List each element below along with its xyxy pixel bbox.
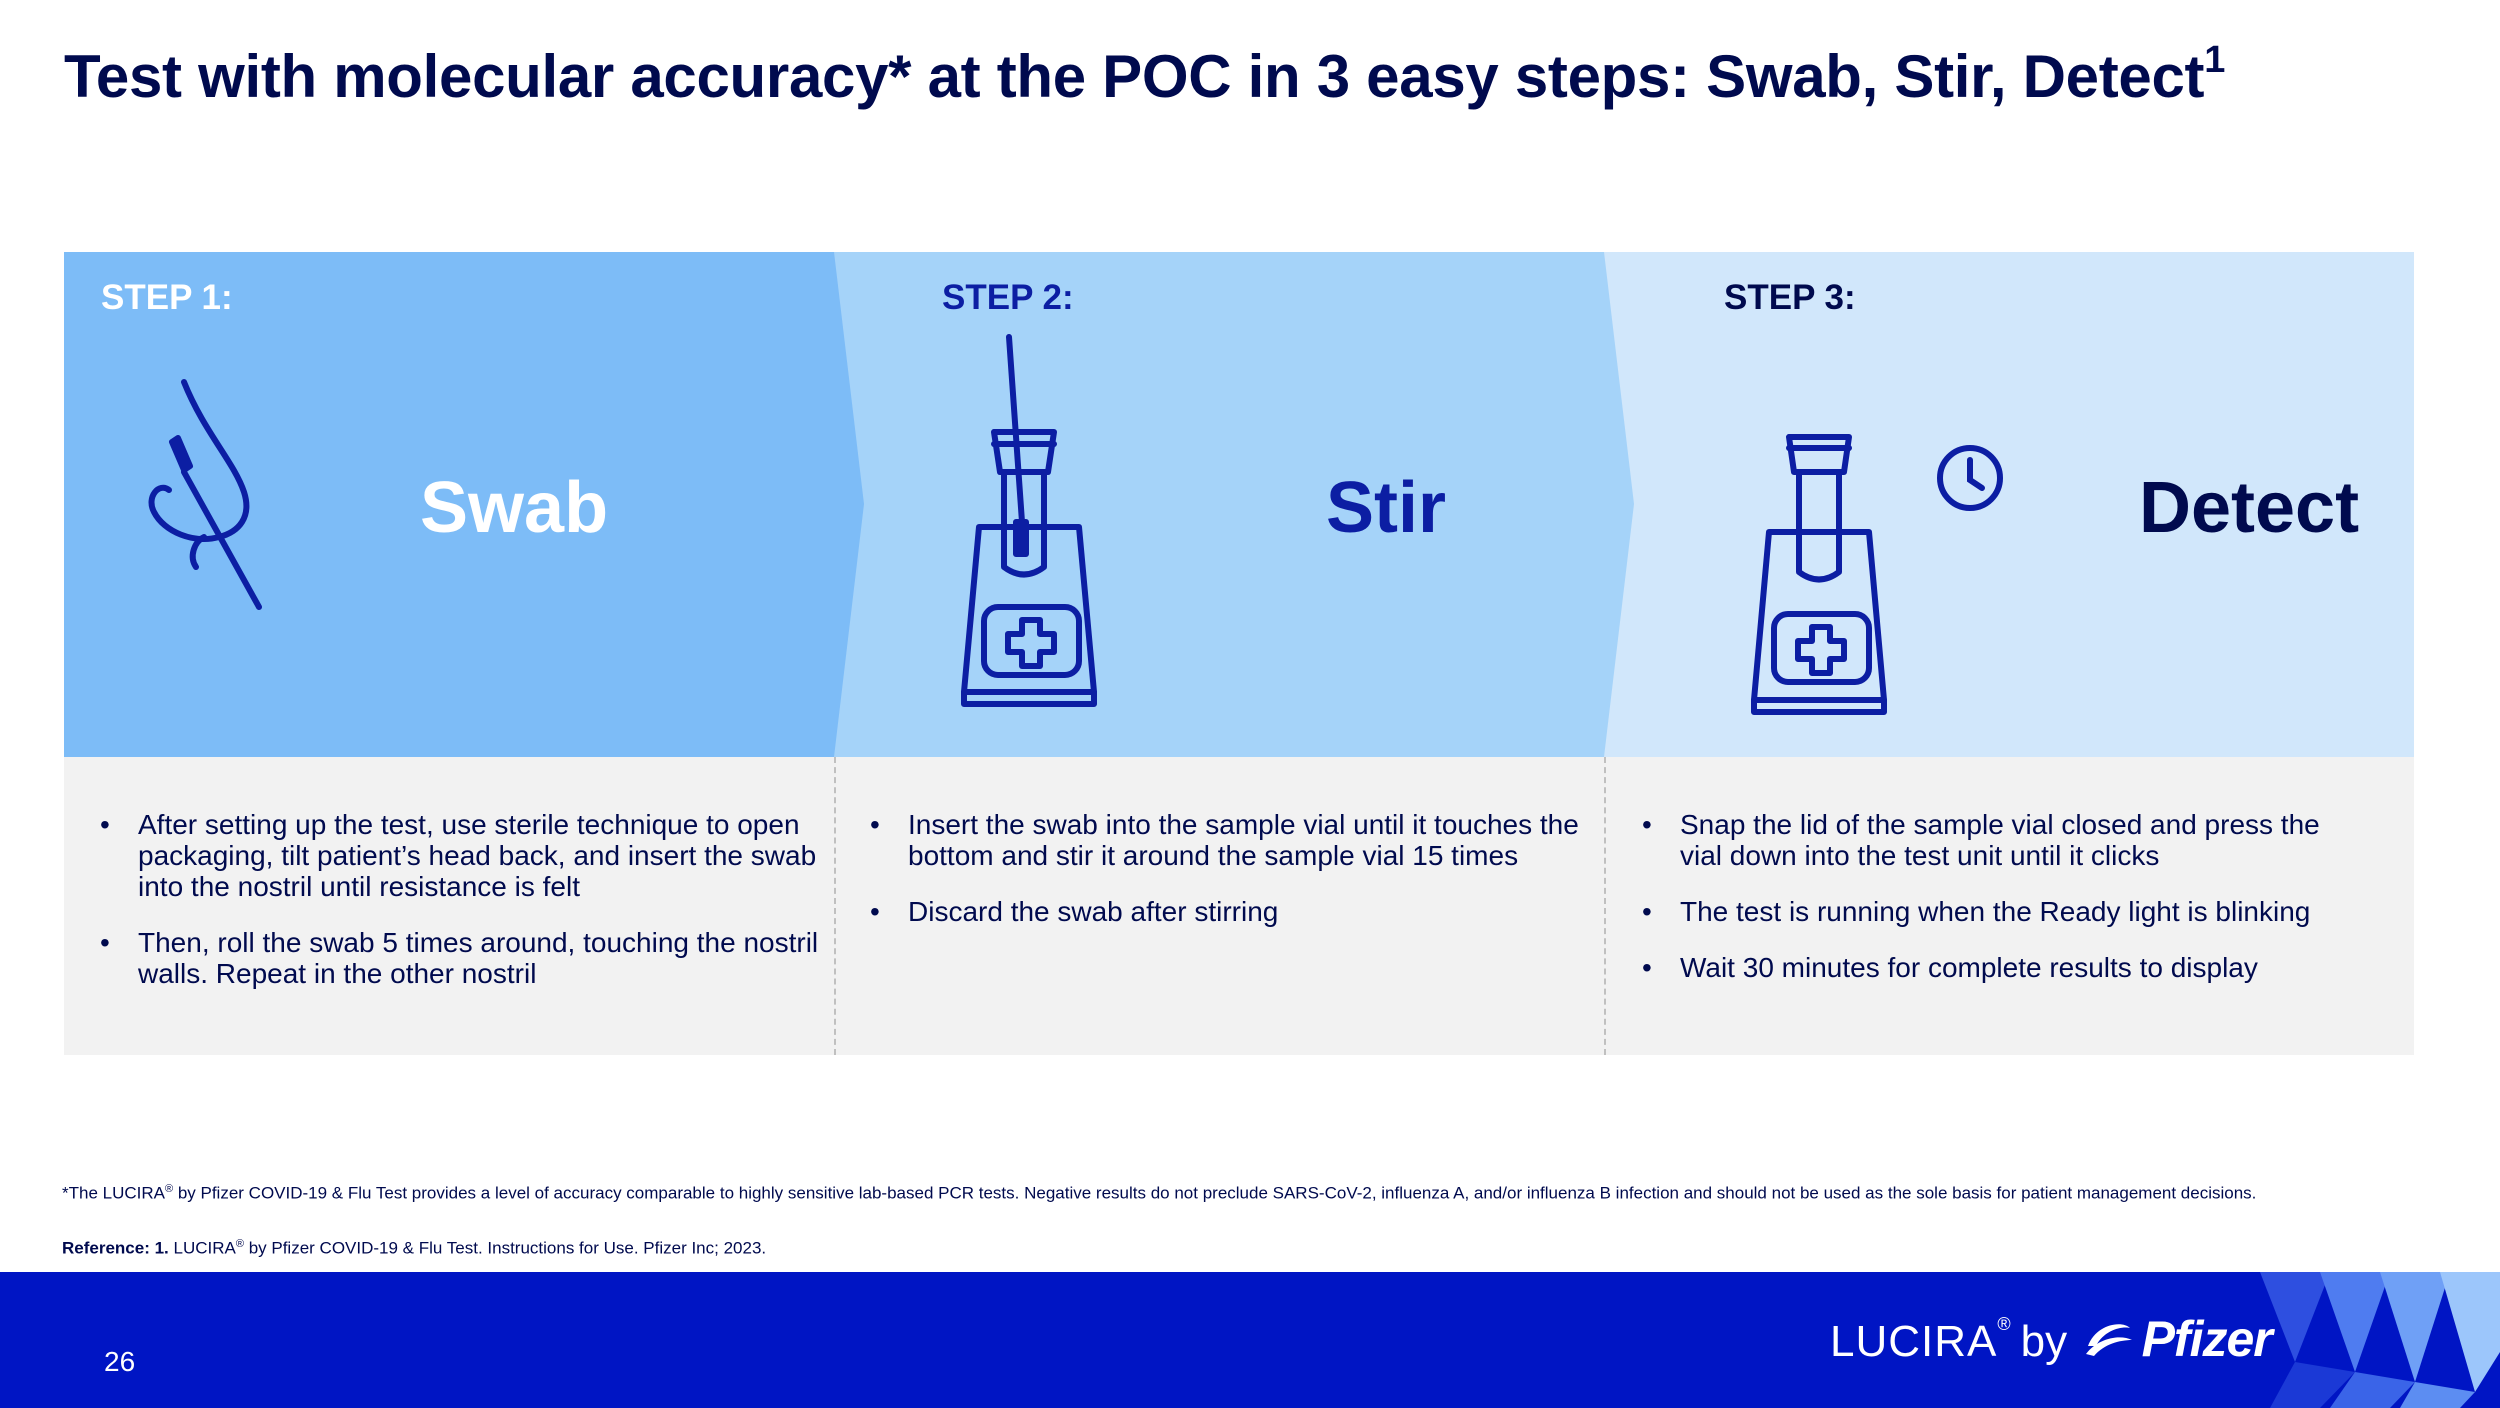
step-descriptions: •After setting up the test, use sterile … <box>64 757 2414 1055</box>
triangle-pattern-decoration <box>2260 1272 2500 1408</box>
step-3-name: Detect <box>2139 468 2360 548</box>
list-item: •Discard the swab after stirring <box>870 896 1279 927</box>
step-1-bullets: •After setting up the test, use sterile … <box>100 809 820 1014</box>
clock-icon <box>1937 445 2003 511</box>
page-number: 26 <box>104 1346 136 1377</box>
list-item: •Snap the lid of the sample vial closed … <box>1642 809 2320 871</box>
step-2-bullets: •Insert the swab into the sample vial un… <box>870 809 1590 952</box>
pfizer-logo-icon <box>2085 1324 2132 1356</box>
brand-logo: LUCIRA®by Pfizer <box>1830 1311 2273 1367</box>
page-title: Test with molecular accuracy* at the POC… <box>64 39 2226 110</box>
step-2-name: Stir <box>1326 468 1447 548</box>
list-item: •The test is running when the Ready ligh… <box>1642 896 2311 927</box>
step-3-bullets: •Snap the lid of the sample vial closed … <box>1642 809 2362 1008</box>
step-3-panel: STEP 3: Detect <box>1604 252 2414 757</box>
step-1-label: STEP 1: <box>101 278 233 317</box>
steps-banner: STEP 1: Swab STEP 2: Stir <box>64 252 2414 757</box>
step-2-label: STEP 2: <box>942 278 1074 317</box>
step-2-panel: STEP 2: Stir <box>834 252 1634 757</box>
list-item: •Wait 30 minutes for complete results to… <box>1642 952 2258 983</box>
list-item: •Insert the swab into the sample vial un… <box>870 809 1579 871</box>
test-unit-detect-icon <box>1751 434 1887 715</box>
step-1-description: •After setting up the test, use sterile … <box>64 757 836 1055</box>
step-2-description: •Insert the swab into the sample vial un… <box>834 757 1606 1055</box>
list-item: •Then, roll the swab 5 times around, tou… <box>100 927 819 989</box>
step-3-description: •Snap the lid of the sample vial closed … <box>1606 757 2414 1055</box>
list-item: •After setting up the test, use sterile … <box>100 809 817 902</box>
step-1-name: Swab <box>420 468 609 548</box>
vial-stir-icon <box>961 334 1097 707</box>
nose-swab-icon <box>148 379 262 610</box>
step-1-panel: STEP 1: Swab <box>64 252 864 757</box>
accuracy-footnote: *The LUCIRA® by Pfizer COVID-19 & Flu Te… <box>62 1183 2257 1203</box>
reference-note: Reference: 1. LUCIRA® by Pfizer COVID-19… <box>62 1238 767 1258</box>
step-3-label: STEP 3: <box>1724 278 1856 317</box>
footer-bar: 26 LUCIRA®by Pfizer <box>0 1272 2500 1408</box>
